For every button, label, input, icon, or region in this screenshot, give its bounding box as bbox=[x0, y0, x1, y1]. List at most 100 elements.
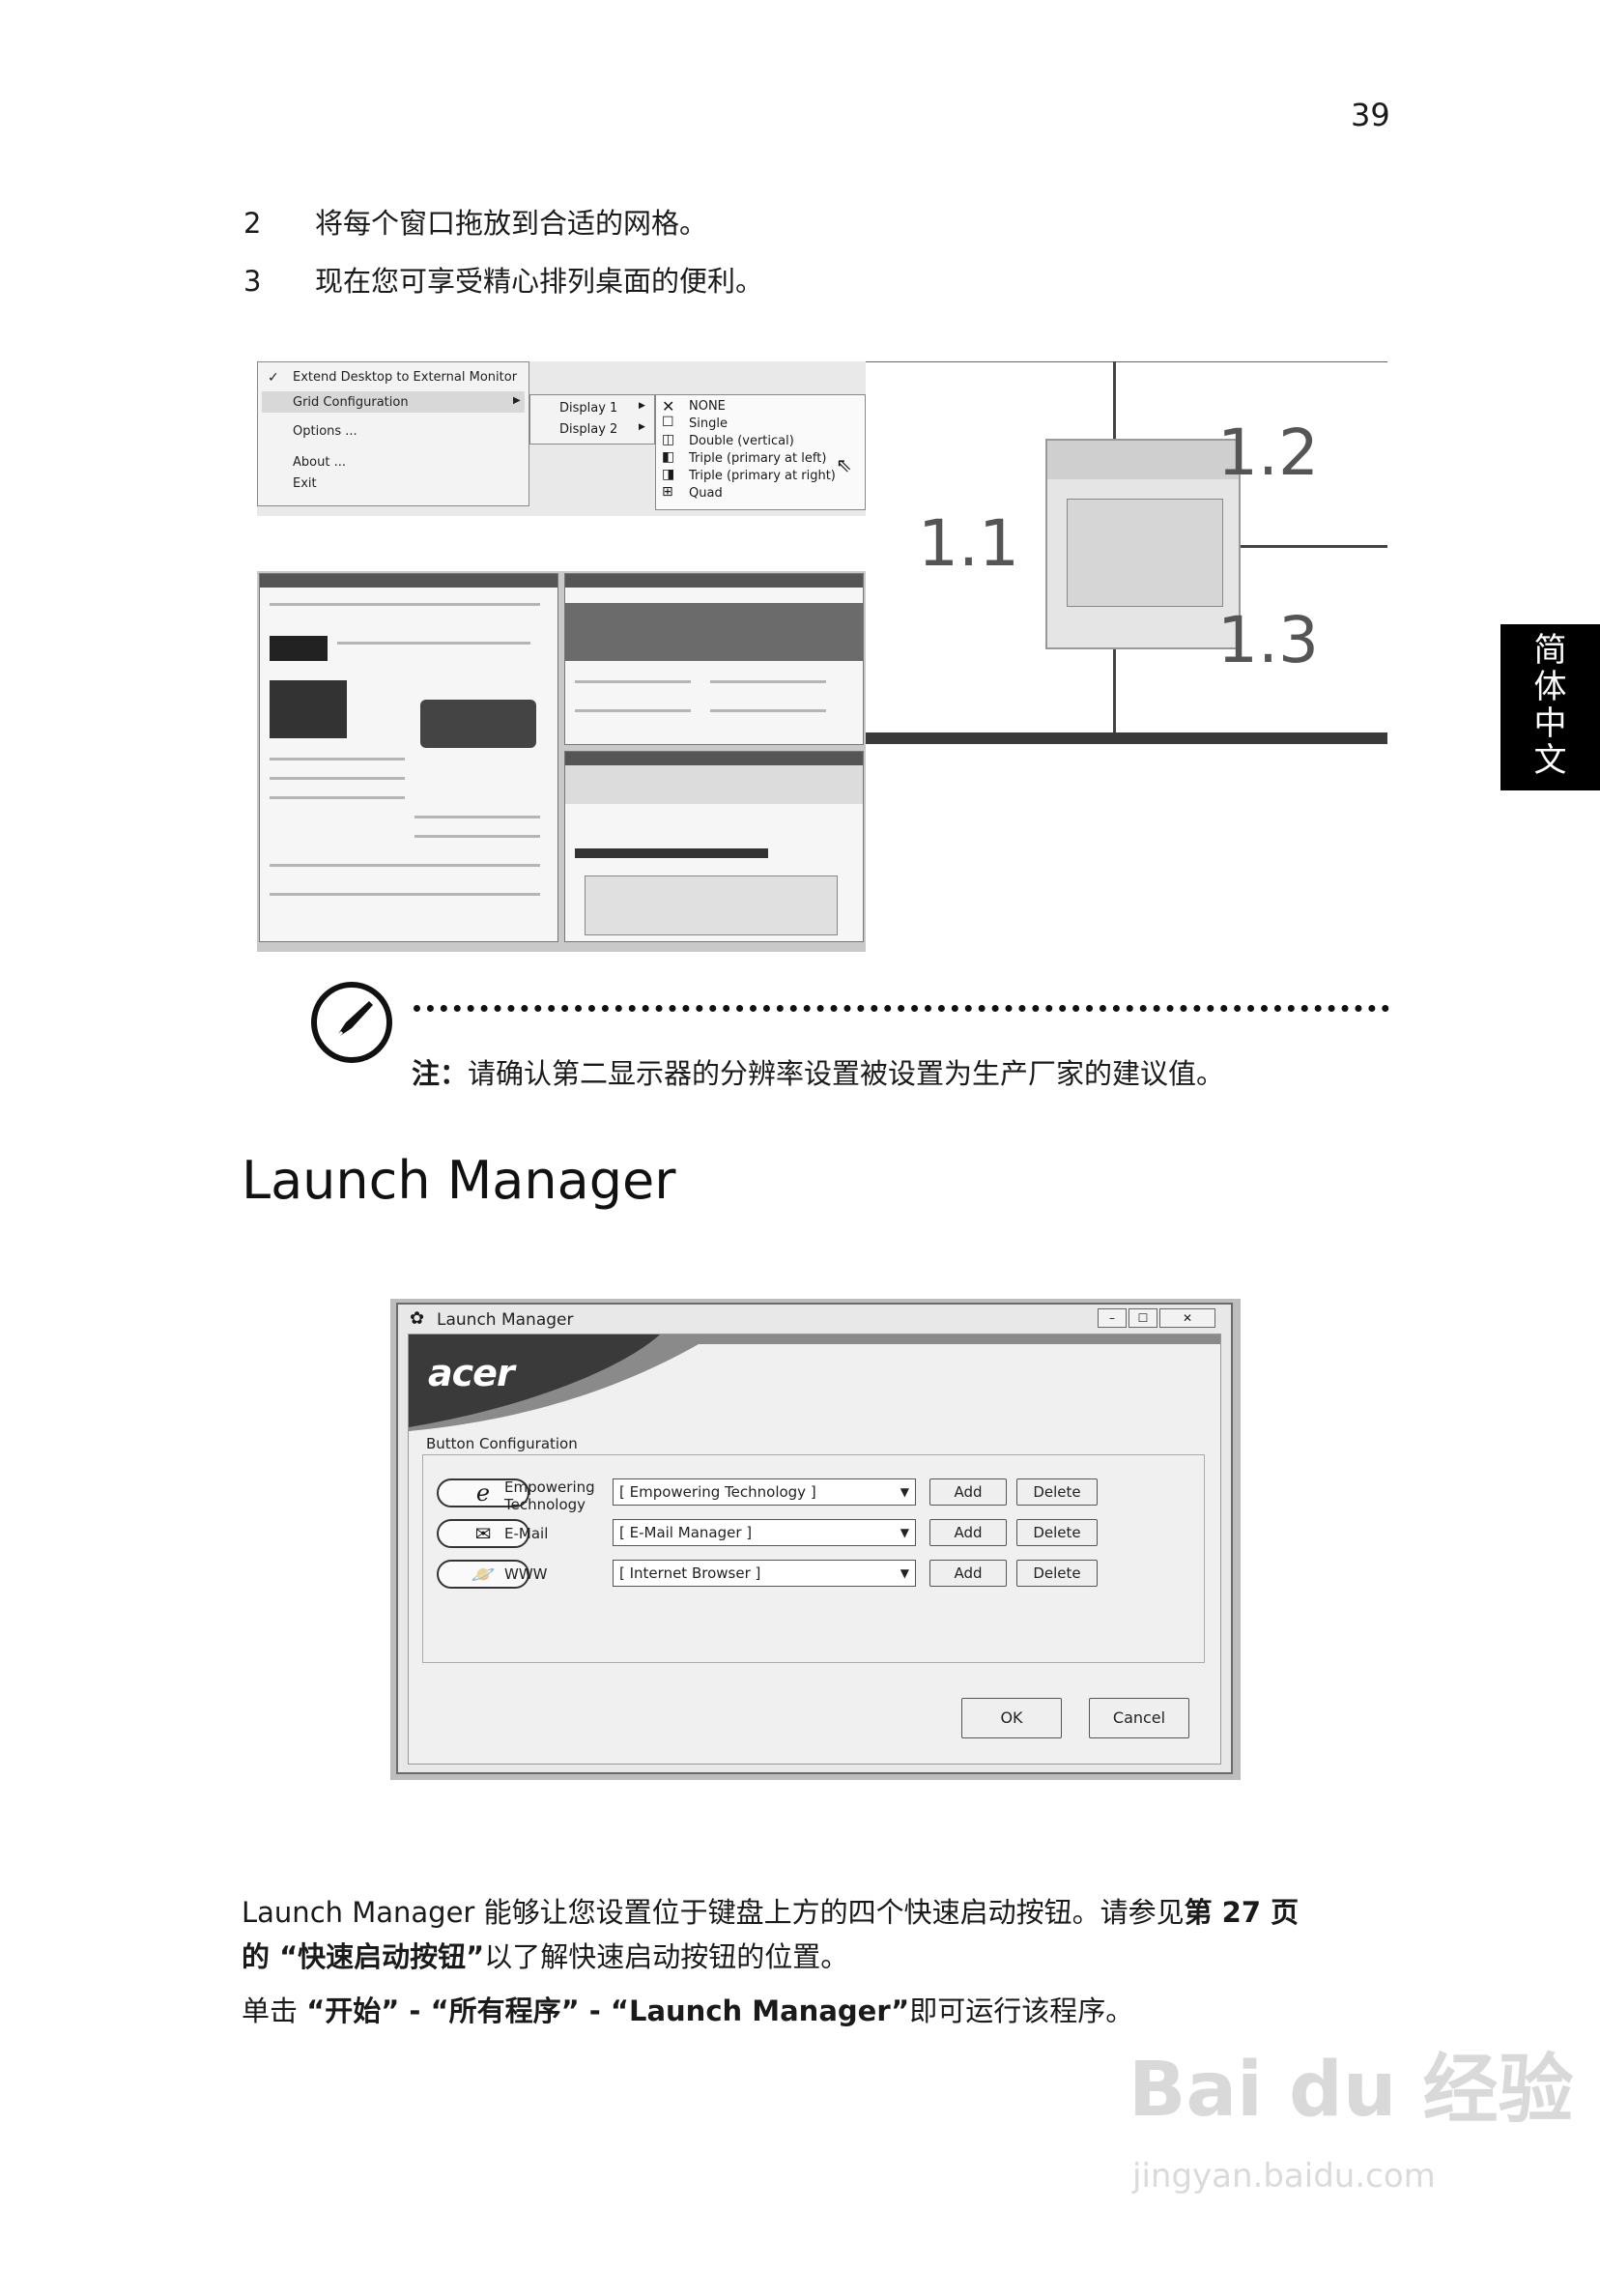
language-tab-char: 文 bbox=[1533, 741, 1567, 780]
window-titlebar bbox=[565, 574, 863, 588]
add-button-email[interactable]: Add bbox=[929, 1519, 1007, 1546]
note-label: 注： bbox=[412, 1057, 469, 1090]
menu-item-none[interactable]: NONE bbox=[689, 399, 726, 414]
dropdown-arrow-icon: ▼ bbox=[900, 1526, 909, 1539]
delete-button-www[interactable]: Delete bbox=[1016, 1560, 1098, 1587]
note-text: 注：请确认第二显示器的分辨率设置被设置为生产厂家的建议值。 bbox=[412, 1051, 1224, 1092]
step-text: 现在您可享受精心排列桌面的便利。 bbox=[315, 265, 764, 298]
email-select[interactable]: [ E-Mail Manager ]▼ bbox=[613, 1519, 916, 1546]
e-icon: e bbox=[475, 1479, 491, 1507]
dialog-title: Launch Manager bbox=[437, 1310, 574, 1330]
menu-item-exit[interactable]: Exit bbox=[293, 476, 317, 491]
word-document-window bbox=[564, 751, 864, 942]
document-heading bbox=[575, 848, 768, 858]
quad-grid-icon: ⊞ bbox=[662, 484, 673, 500]
double-grid-icon: ◫ bbox=[662, 432, 675, 447]
tiled-desktop-screenshot bbox=[257, 571, 866, 952]
ok-button[interactable]: OK bbox=[961, 1698, 1062, 1738]
step-number: 2 bbox=[243, 207, 262, 240]
grid-layout-submenu: ✕ NONE ☐ Single ◫ Double (vertical) ◧ Tr… bbox=[655, 394, 866, 510]
add-button-www[interactable]: Add bbox=[929, 1560, 1007, 1587]
note-icon bbox=[311, 982, 392, 1063]
triple-left-grid-icon: ◧ bbox=[662, 449, 675, 465]
display-submenu: Display 1 Display 2 ▶ ▶ bbox=[529, 394, 655, 445]
language-tab-char: 体 bbox=[1533, 668, 1567, 706]
dropdown-arrow-icon: ▼ bbox=[900, 1485, 909, 1499]
menu-item-quad[interactable]: Quad bbox=[689, 486, 723, 501]
browser-window-left bbox=[259, 573, 558, 942]
row-label-www: WWW bbox=[504, 1565, 548, 1583]
grid-label-1-2: 1.2 bbox=[1217, 416, 1319, 490]
chevron-right-icon: ▶ bbox=[639, 401, 645, 411]
menu-item-extend-desktop[interactable]: Extend Desktop to External Monitor bbox=[293, 370, 518, 385]
welcome-center-window bbox=[564, 573, 864, 745]
menu-item-highlight bbox=[262, 391, 525, 413]
www-select[interactable]: [ Internet Browser ]▼ bbox=[613, 1560, 916, 1587]
section-title: Launch Manager bbox=[242, 1150, 676, 1211]
menu-item-options[interactable]: Options ... bbox=[293, 424, 357, 439]
close-button[interactable]: ✕ bbox=[1159, 1308, 1215, 1328]
grid-label-1-3: 1.3 bbox=[1217, 603, 1319, 677]
menu-item-display-2[interactable]: Display 2 bbox=[559, 422, 618, 437]
launch-manager-dialog: ✿ Launch Manager – ☐ ✕ acer Button Confi… bbox=[396, 1303, 1233, 1774]
app-icon: ✿ bbox=[410, 1308, 425, 1329]
language-tab-char: 中 bbox=[1533, 704, 1567, 743]
acer-logo: acer bbox=[428, 1352, 515, 1394]
maximize-button[interactable]: ☐ bbox=[1129, 1308, 1157, 1328]
cursor-arrow-icon: ⇖ bbox=[836, 453, 852, 476]
triple-right-grid-icon: ◨ bbox=[662, 467, 675, 482]
envelope-icon: ✉ bbox=[474, 1522, 492, 1545]
grid-label-1-1: 1.1 bbox=[918, 506, 1019, 581]
checkmark-icon: ✓ bbox=[268, 370, 279, 386]
x-icon: ✕ bbox=[662, 397, 675, 416]
taskbar bbox=[866, 732, 1387, 744]
paragraph-launch-manager: Launch Manager 能够让您设置位于键盘上方的四个快速启动按钮。请参见… bbox=[242, 1896, 1300, 1973]
empowering-technology-key: e bbox=[437, 1478, 529, 1507]
window-controls: – ☐ ✕ bbox=[1098, 1308, 1215, 1328]
menu-item-triple-right[interactable]: Triple (primary at right) bbox=[689, 469, 836, 483]
step-3: 3 现在您可享受精心排列桌面的便利。 bbox=[243, 259, 763, 300]
grid-menu-screenshot: ✓ Extend Desktop to External Monitor Gri… bbox=[257, 361, 866, 516]
www-key: 🪐 bbox=[437, 1560, 529, 1589]
promo-banner bbox=[420, 700, 536, 748]
dropdown-arrow-icon: ▼ bbox=[900, 1566, 909, 1580]
step-2: 2 将每个窗口拖放到合适的网格。 bbox=[243, 201, 707, 242]
ribbon-toolbar bbox=[565, 765, 863, 804]
dialog-client-area: acer Button Configuration e Empowering T… bbox=[408, 1334, 1221, 1765]
window-titlebar bbox=[260, 574, 557, 588]
watermark-logo: Bai du 经验 bbox=[1129, 2047, 1574, 2134]
menu-item-double-vertical[interactable]: Double (vertical) bbox=[689, 434, 794, 448]
email-key: ✉ bbox=[437, 1519, 529, 1548]
menu-item-grid-configuration[interactable]: Grid Configuration bbox=[293, 395, 409, 410]
cancel-button[interactable]: Cancel bbox=[1089, 1698, 1189, 1738]
row-label-email: E-Mail bbox=[504, 1525, 549, 1542]
planet-icon: 🪐 bbox=[471, 1563, 496, 1586]
step-text: 将每个窗口拖放到合适的网格。 bbox=[315, 207, 708, 240]
group-label: Button Configuration bbox=[426, 1435, 578, 1452]
language-tab: 简 体 中 文 bbox=[1500, 624, 1600, 790]
embedded-screenshot bbox=[585, 875, 838, 935]
menu-item-single[interactable]: Single bbox=[689, 416, 728, 431]
chevron-right-icon: ▶ bbox=[513, 395, 521, 406]
button-configuration-group: e Empowering Technology [ Empowering Tec… bbox=[422, 1454, 1205, 1663]
page-number: 39 bbox=[1351, 97, 1390, 133]
acer-settings-window bbox=[1045, 439, 1241, 649]
news-image bbox=[270, 680, 347, 738]
row-label-empowering: Empowering Technology bbox=[504, 1478, 595, 1513]
window-titlebar bbox=[565, 752, 863, 765]
grid-layout-diagram: 1.1 1.2 1.3 bbox=[866, 361, 1387, 744]
menu-item-triple-left[interactable]: Triple (primary at left) bbox=[689, 451, 827, 466]
menu-item-display-1[interactable]: Display 1 bbox=[559, 401, 618, 416]
acer-banner bbox=[409, 1335, 1220, 1431]
add-button-empowering[interactable]: Add bbox=[929, 1478, 1007, 1506]
watermark-url: jingyan.baidu.com bbox=[1132, 2157, 1436, 2196]
step-number: 3 bbox=[243, 265, 262, 298]
menu-item-about[interactable]: About ... bbox=[293, 455, 346, 470]
paragraph-run-program: 单击 “开始” - “所有程序” - “Launch Manager”即可运行该… bbox=[242, 1995, 1134, 2027]
empowering-technology-select[interactable]: [ Empowering Technology ]▼ bbox=[613, 1478, 916, 1506]
delete-button-empowering[interactable]: Delete bbox=[1016, 1478, 1098, 1506]
context-menu: ✓ Extend Desktop to External Monitor Gri… bbox=[257, 361, 529, 506]
minimize-button[interactable]: – bbox=[1098, 1308, 1127, 1328]
delete-button-email[interactable]: Delete bbox=[1016, 1519, 1098, 1546]
note-divider bbox=[414, 1005, 1389, 1012]
